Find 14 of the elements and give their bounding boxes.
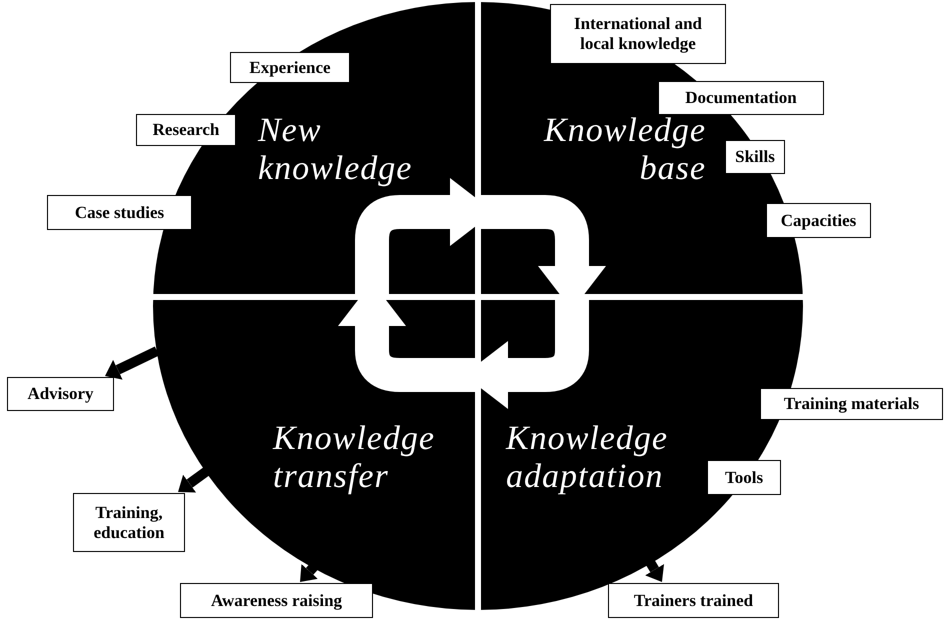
- quadrant-title: Knowledge adaptation: [506, 420, 669, 496]
- label-box: Trainers trained: [608, 583, 779, 618]
- quadrant-title: New knowledge: [258, 112, 414, 188]
- label-box: Documentation: [658, 81, 824, 115]
- label-box: Awareness raising: [180, 583, 373, 618]
- label-box: Advisory: [7, 377, 114, 411]
- label-box: Case studies: [47, 195, 192, 230]
- label-box: Research: [136, 114, 236, 146]
- label-box: Training, education: [73, 493, 185, 552]
- arrow: [105, 346, 160, 380]
- label-box: Capacities: [766, 203, 871, 238]
- quadrant-title: Knowledge base: [542, 112, 706, 188]
- quadrant-title: Knowledge transfer: [273, 420, 436, 496]
- label-box: Training materials: [760, 388, 943, 420]
